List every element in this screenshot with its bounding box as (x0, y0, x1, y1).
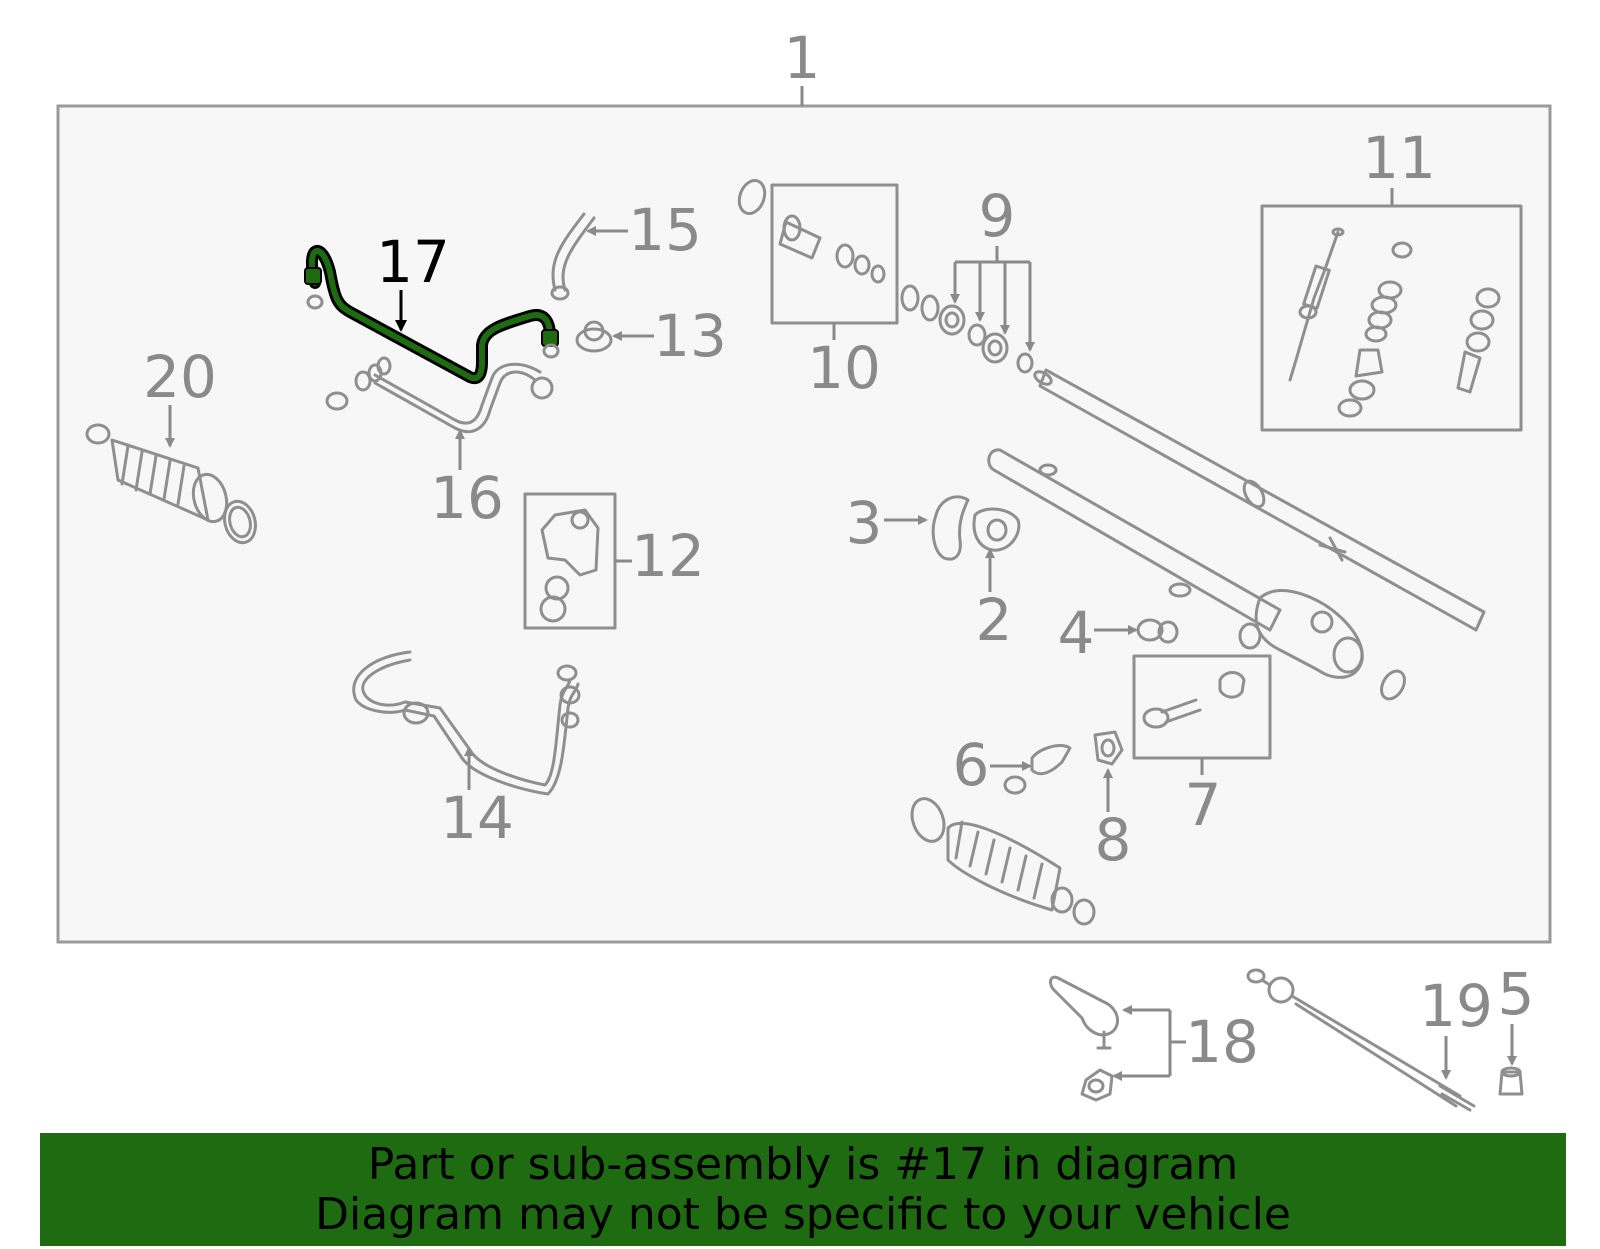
part-16-pipe[interactable] (325, 356, 554, 434)
callout-19[interactable]: 19 (1419, 972, 1493, 1040)
callout-20[interactable]: 20 (143, 343, 217, 411)
callout-18[interactable]: 18 (1185, 1008, 1259, 1076)
part-19-inner-tie-rod[interactable] (1246, 968, 1476, 1112)
callout-4[interactable]: 4 (1058, 599, 1095, 667)
callout-8[interactable]: 8 (1095, 806, 1132, 874)
callout-13[interactable]: 13 (653, 302, 727, 370)
callout-6[interactable]: 6 (953, 731, 990, 799)
part-8-seal[interactable] (1093, 730, 1124, 766)
callout-15[interactable]: 15 (628, 196, 702, 264)
boot-right (910, 797, 1096, 926)
callout-10[interactable]: 10 (807, 334, 881, 402)
callout-11[interactable]: 11 (1362, 124, 1436, 192)
part-4-plug[interactable] (1136, 618, 1179, 644)
part-17-pressure-pipe[interactable] (304, 245, 560, 385)
callout-16[interactable]: 16 (430, 464, 504, 532)
part-3-mount-bracket[interactable] (931, 495, 970, 561)
part-12-valve-kit[interactable] (523, 492, 617, 630)
callout-12[interactable]: 12 (631, 522, 705, 590)
part-13-fitting[interactable] (575, 320, 613, 353)
callout-1[interactable]: 1 (784, 24, 821, 92)
banner-line-1: Part or sub-assembly is #17 in diagram (367, 1138, 1239, 1190)
callout-5[interactable]: 5 (1498, 960, 1535, 1028)
callout-9[interactable]: 9 (979, 182, 1016, 250)
rack-shaft (1033, 368, 1486, 632)
callout-17[interactable]: 17 (376, 228, 450, 296)
part-5-nut[interactable] (1498, 1066, 1524, 1096)
part-6-clip[interactable] (1003, 744, 1072, 795)
assembly-frame (56, 104, 1552, 944)
callout-2[interactable]: 2 (976, 586, 1013, 654)
callout-14[interactable]: 14 (440, 784, 514, 852)
part-2-bushing[interactable] (972, 507, 1021, 552)
callout-3[interactable]: 3 (846, 489, 883, 557)
callout-7[interactable]: 7 (1185, 771, 1222, 839)
info-banner-bg (40, 1133, 1566, 1246)
banner-line-2: Diagram may not be specific to your vehi… (315, 1188, 1291, 1240)
part-9-seals[interactable] (938, 304, 1034, 374)
info-banner: Part or sub-assembly is #17 in diagram D… (40, 1133, 1566, 1246)
part-18-tie-rod-end[interactable] (1049, 975, 1120, 1102)
part-14-pipe[interactable] (352, 650, 581, 796)
part-20-boot[interactable] (85, 423, 260, 546)
rack-housing (987, 448, 1406, 701)
